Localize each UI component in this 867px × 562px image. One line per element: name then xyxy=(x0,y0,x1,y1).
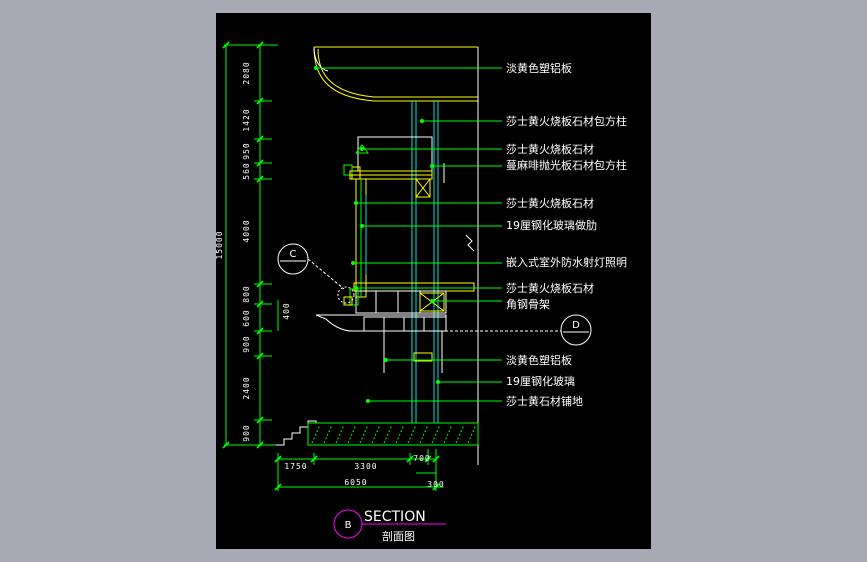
dim-side: 400 xyxy=(282,302,291,319)
dim-h-2: 700 xyxy=(413,454,430,463)
dim-v-9: 900 xyxy=(242,424,251,441)
dim-v-3: 560 xyxy=(242,162,251,179)
dim-v-1: 1420 xyxy=(242,108,251,131)
ground xyxy=(276,420,479,446)
column-structure xyxy=(411,101,479,465)
annotation-label: 淡黄色塑铝板 xyxy=(506,61,572,75)
detail-marker-d: D xyxy=(440,314,592,346)
annotation-label: 莎士黄石材铺地 xyxy=(506,394,583,408)
marker-b-label: B xyxy=(345,520,352,531)
section-drawing: 2080 1420 950 560 4000 800 600 900 2400 … xyxy=(216,41,627,543)
dim-overall: 15000 xyxy=(216,230,224,259)
annotation-label: 莎士黄火烧板石材 xyxy=(506,281,594,295)
marker-c-label: C xyxy=(290,249,297,260)
dim-h-3: 300 xyxy=(427,480,444,489)
annotation-label: 蔓麻啡抛光板石材包方柱 xyxy=(506,158,627,172)
dim-v-6: 600 xyxy=(242,309,251,326)
drawing-sheet: 2080 1420 950 560 4000 800 600 900 2400 … xyxy=(216,13,651,549)
dim-v-5: 800 xyxy=(242,285,251,302)
dim-v-2: 950 xyxy=(242,142,251,159)
dim-v-7: 900 xyxy=(242,335,251,352)
dim-v-8: 2400 xyxy=(242,376,251,399)
horizontal-dimension-ticks xyxy=(274,455,440,491)
glass-fin xyxy=(355,178,475,298)
annotation-label: 莎士黄火烧板石材包方柱 xyxy=(506,114,627,128)
vertical-dimension-chain xyxy=(224,44,279,446)
marker-d-label: D xyxy=(572,320,580,331)
annotation-label: 嵌入式室外防水射灯照明 xyxy=(506,255,627,269)
annotation-label: 19厘钢化玻璃 xyxy=(506,374,575,388)
annotation-label: 角钢骨架 xyxy=(506,298,550,311)
canopy xyxy=(313,46,479,109)
leader-lines xyxy=(316,67,502,402)
leader-dots xyxy=(314,66,440,403)
dim-v-0: 2080 xyxy=(242,61,251,84)
dim-h-0: 1750 xyxy=(284,462,307,471)
annotation-label: 莎士黄火烧板石材 xyxy=(506,196,594,210)
annotation-label: 莎士黄火烧板石材 xyxy=(506,142,594,156)
upper-stone-box xyxy=(343,136,433,198)
title-block: B SECTION 剖面图 xyxy=(333,509,446,543)
vertical-dimension-ticks xyxy=(222,41,264,449)
dim-h-1: 3300 xyxy=(354,462,377,471)
annotation-label: 淡黄色塑铝板 xyxy=(506,353,572,367)
dim-v-4: 4000 xyxy=(242,219,251,242)
dim-total-width: 6050 xyxy=(344,478,367,487)
annotation-label: 19厘钢化玻璃做肋 xyxy=(506,218,597,232)
drawing-title: SECTION xyxy=(364,509,426,525)
detail-marker-c: C xyxy=(277,243,355,304)
drawing-subtitle: 剖面图 xyxy=(382,529,415,543)
